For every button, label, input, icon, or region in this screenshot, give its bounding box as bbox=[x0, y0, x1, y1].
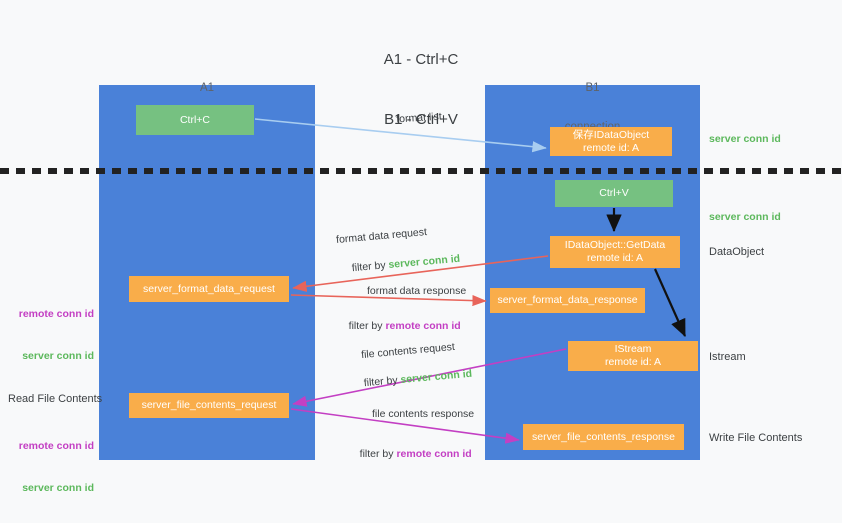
arrow-format-list bbox=[254, 118, 547, 153]
column-b1-name: B1 bbox=[585, 82, 600, 94]
label-server-conn-id-top: server conn id bbox=[709, 133, 781, 145]
box-server-format-data-response[interactable]: server_format_data_response bbox=[490, 288, 645, 313]
box-save-idataobject[interactable]: 保存IDataObject remote id: A bbox=[550, 127, 672, 156]
label-server-conn-id-mid: server conn id bbox=[709, 211, 781, 223]
box-istream-line1: IStream bbox=[614, 343, 652, 355]
box-istream[interactable]: IStream remote id: A bbox=[568, 341, 698, 371]
arrows-layer bbox=[254, 118, 687, 444]
label-write-file-contents: Write File Contents bbox=[709, 432, 803, 444]
box-server-format-data-request[interactable]: server_format_data_request bbox=[129, 276, 289, 302]
box-server-file-contents-request[interactable]: server_file_contents_request bbox=[129, 393, 289, 418]
label-conn-ids-format: remote conn id server conn id bbox=[8, 279, 94, 391]
caption-filter-prefix-3: filter by bbox=[363, 374, 402, 390]
label-remote-conn-id-1: remote conn id bbox=[18, 308, 94, 320]
arrow-format-data-response bbox=[290, 294, 487, 307]
caption-filter-id-server-2: server conn id bbox=[399, 367, 473, 386]
caption-filter-prefix-2: filter by bbox=[348, 320, 386, 332]
column-a1-name: A1 bbox=[199, 82, 215, 94]
phase-separator-dashed-line bbox=[0, 168, 842, 174]
caption-filter-id-remote-1: remote conn id bbox=[385, 320, 461, 332]
arrow-getdata-to-istream bbox=[653, 268, 687, 338]
title-line-2: B1 - Ctrl+V bbox=[384, 111, 458, 128]
box-server-format-data-request-label: server_format_data_request bbox=[143, 282, 275, 295]
label-server-conn-id-1: server conn id bbox=[22, 350, 94, 362]
caption-filter-id-server-1: server conn id bbox=[387, 252, 461, 271]
box-save-idataobject-line2: remote id: A bbox=[582, 141, 640, 154]
box-getdata-line2: remote id: A bbox=[586, 252, 644, 264]
box-save-idataobject-line1: 保存IDataObject bbox=[572, 128, 650, 141]
label-remote-conn-id-2: remote conn id bbox=[18, 440, 94, 452]
label-istream: Istream bbox=[709, 351, 746, 363]
box-ctrl-v-label: Ctrl+V bbox=[599, 187, 629, 199]
label-server-conn-id-2: server conn id bbox=[22, 482, 94, 494]
box-server-format-data-response-label: server_format_data_response bbox=[497, 294, 638, 306]
box-server-file-contents-response[interactable]: server_file_contents_response bbox=[523, 424, 684, 450]
box-getdata-line1: IDataObject::GetData bbox=[564, 239, 666, 251]
caption-file-contents-response-filter: filter by remote conn id bbox=[348, 433, 472, 475]
title-line-1: A1 - Ctrl+C bbox=[383, 51, 459, 68]
diagram-canvas: A1 - Ctrl+C B1 - Ctrl+V A1 remote B1 con… bbox=[0, 10, 842, 494]
box-istream-line2: remote id: A bbox=[604, 356, 662, 368]
caption-filter-prefix-1: filter by bbox=[351, 259, 390, 275]
box-idataobject-getdata[interactable]: IDataObject::GetData remote id: A bbox=[550, 236, 680, 268]
arrow-file-contents-response bbox=[290, 408, 520, 444]
caption-filter-prefix-4: filter by bbox=[359, 448, 397, 460]
box-ctrl-c-label: Ctrl+C bbox=[179, 113, 211, 126]
caption-file-contents-response: file contents response bbox=[372, 408, 475, 420]
caption-filter-id-remote-2: remote conn id bbox=[396, 448, 472, 460]
caption-format-data-response: format data response bbox=[367, 285, 467, 297]
label-read-file-contents: Read File Contents bbox=[8, 393, 103, 405]
box-server-file-contents-response-label: server_file_contents_response bbox=[531, 430, 675, 443]
page-title: A1 - Ctrl+C B1 - Ctrl+V bbox=[0, 10, 842, 170]
label-dataobject: DataObject bbox=[709, 246, 765, 258]
caption-format-data-response-filter: filter by remote conn id bbox=[337, 305, 461, 347]
arrow-format-data-request bbox=[292, 255, 549, 292]
box-ctrl-v[interactable]: Ctrl+V bbox=[555, 180, 673, 207]
label-conn-ids-file: remote conn id server conn id bbox=[8, 411, 94, 523]
box-ctrl-c[interactable]: Ctrl+C bbox=[136, 105, 254, 135]
arrow-file-contents-request bbox=[292, 348, 567, 407]
box-server-file-contents-request-label: server_file_contents_request bbox=[141, 399, 277, 411]
